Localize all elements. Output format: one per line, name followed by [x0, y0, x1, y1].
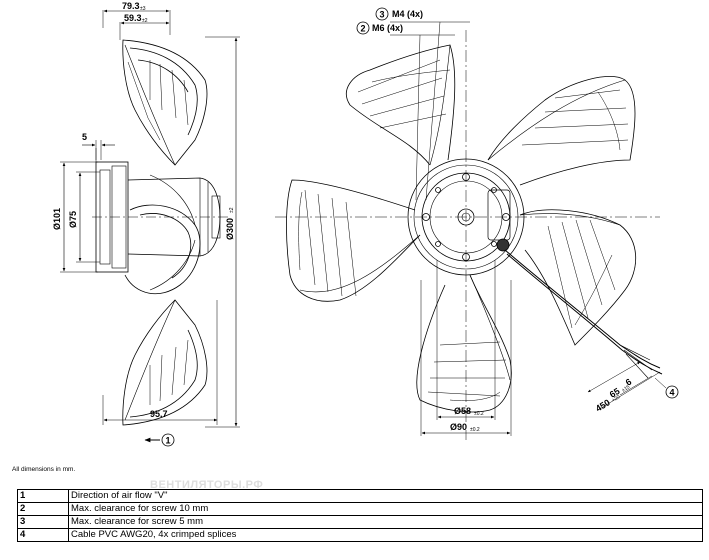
dim-d90-tol: ±0.2	[470, 427, 480, 433]
dim-d58: Ø58	[454, 406, 471, 416]
dim-strip-len: 65	[608, 386, 622, 400]
legend-text: Cable PVC AWG20, 4x crimped splices	[68, 528, 703, 542]
dim-d300: Ø300	[225, 218, 235, 240]
dim-bottom-width: 95.7	[150, 409, 168, 419]
dim-total-width: 79.3	[122, 1, 140, 11]
legend-row: 4 Cable PVC AWG20, 4x crimped splices	[17, 528, 703, 542]
dim-width2: 59.3	[124, 13, 142, 23]
callout-2-num: 2	[361, 24, 366, 34]
legend-text: Max. clearance for screw 5 mm	[68, 515, 703, 529]
legend-num: 4	[17, 528, 69, 542]
legend-row: 3 Max. clearance for screw 5 mm	[17, 515, 703, 529]
callout-3-text: M4 (4x)	[392, 9, 423, 19]
legend-text: Direction of air flow "V"	[68, 489, 703, 503]
callout-3-num: 3	[380, 10, 385, 20]
dim-left-offset: 5	[82, 132, 87, 142]
technical-drawing: 79.3 ±3 59.3 ±2 5 Ø101 Ø75 Ø300 ±2 95.7 …	[52, 1, 679, 447]
dim-end-len: 6	[624, 377, 634, 388]
dim-d58-tol: ±0.2	[474, 411, 484, 417]
dim-d90: Ø90	[450, 422, 467, 432]
units-note: All dimensions in mm.	[12, 466, 76, 473]
dim-width2-tol: ±2	[142, 18, 148, 24]
dim-d300-tol: ±2	[229, 207, 235, 213]
dim-cable-len: 450	[594, 397, 612, 413]
legend-text: Max. clearance for screw 10 mm	[68, 502, 703, 516]
front-view	[275, 7, 679, 440]
legend-num: 1	[17, 489, 69, 503]
dim-total-width-tol: ±3	[140, 6, 146, 12]
callout-2-text: M6 (4x)	[372, 23, 403, 33]
dim-cable-len-tol: +20	[611, 394, 622, 404]
dim-strip-len-tol: ±15	[621, 384, 631, 394]
legend-table: 1 Direction of air flow "V" 2 Max. clear…	[17, 489, 703, 542]
watermark: ВЕНТИЛЯТОРЫ.РФ	[150, 479, 264, 491]
legend-row: 1 Direction of air flow "V"	[17, 489, 703, 503]
legend-num: 2	[17, 502, 69, 516]
callout-4-num: 4	[670, 388, 675, 398]
dim-d101: Ø101	[52, 208, 62, 230]
side-view	[60, 9, 240, 447]
airflow-callout: 1	[166, 436, 171, 446]
legend-row: 2 Max. clearance for screw 10 mm	[17, 502, 703, 516]
dim-d75: Ø75	[68, 211, 78, 228]
legend-num: 3	[17, 515, 69, 529]
